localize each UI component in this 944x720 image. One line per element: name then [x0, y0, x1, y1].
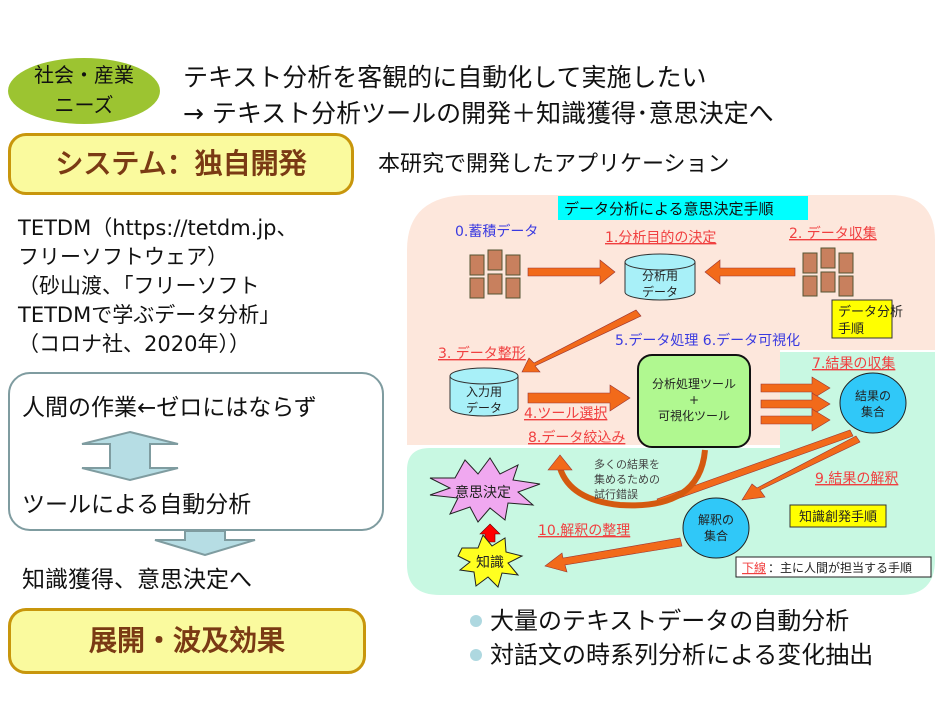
needs-badge: [8, 58, 160, 124]
knowledge-burst-icon: [457, 534, 524, 588]
effects-item: 大量のテキストデータの自動分析: [470, 604, 873, 638]
analysis-db-line1: 分析用: [642, 269, 678, 283]
input-db-line2: データ: [466, 400, 502, 415]
decision-label: 意思決定: [455, 484, 511, 501]
human-work-box: [8, 372, 384, 531]
system-heading: システム：独自開発: [8, 133, 354, 195]
decision-burst-icon: [429, 457, 541, 523]
auto-analysis-text: ツールによる自動分析: [22, 492, 252, 518]
arrow-to-analysis-db: [527, 259, 616, 285]
legend-text: ：主に人間が担当する手順: [768, 560, 912, 575]
double-arrow-icon: [81, 430, 179, 482]
step8-label: 8.データ絞込み: [528, 429, 625, 446]
step0-label: 0.蓄積データ: [455, 223, 538, 240]
knowledge-procedure-label: [789, 504, 887, 528]
effects-item: 対話文の時系列分析による変化抽出: [470, 638, 873, 672]
arrow-to-input-db: [521, 309, 642, 373]
trial-error-curve: [557, 449, 708, 509]
arrow-to-tool: [527, 384, 631, 412]
effects-list: 大量のテキストデータの自動分析 対話文の時系列分析による変化抽出: [470, 604, 873, 672]
input-data-cylinder: 入力用 データ: [449, 367, 519, 417]
analysis-db-line2: データ: [642, 284, 678, 299]
data-proc-line1: データ分析: [838, 304, 903, 320]
effects-item-text: 対話文の時系列分析による変化抽出: [490, 641, 874, 669]
needs-label: 社会・産業 ニーズ: [8, 60, 160, 120]
interp-set-line1: 解釈の: [698, 513, 734, 527]
analysis-tool-box: [637, 354, 751, 448]
result-set-circle: [839, 372, 907, 434]
title-line-1: テキスト分析を客観的に自動化して実施したい: [183, 63, 707, 92]
human-work-text: 人間の作業←ゼロにはならず: [22, 395, 317, 421]
bullet-icon: [470, 615, 482, 627]
diagram-title-bg: [558, 196, 808, 220]
step2-label: 2. データ収集: [789, 225, 877, 242]
step4-label: 4.ツール選択: [524, 406, 607, 422]
trial-note-line1: 多くの結果を: [594, 457, 660, 471]
needs-label-line1: 社会・産業: [34, 63, 134, 87]
interp-set-line2: 集合: [704, 528, 728, 543]
diagram-title: データ分析による意思決定手順: [564, 200, 774, 218]
data-proc-line2: 手順: [838, 322, 864, 337]
legend-underline-sample: 下線: [742, 560, 766, 575]
arrow-from-collection: [704, 259, 796, 285]
knowledge-proc-text: 知識創発手順: [799, 509, 877, 525]
tool-line3: 可視化ツール: [658, 408, 730, 423]
tool-line2: +: [689, 393, 699, 407]
arrow-to-interpretation: [741, 435, 861, 501]
final-goal-text: 知識獲得、意思決定へ: [22, 567, 252, 593]
trial-note-line3: 試行錯誤: [594, 487, 638, 501]
data-analysis-procedure-label: [831, 299, 893, 339]
arrow-to-knowledge: [544, 537, 683, 573]
input-db-line1: 入力用: [466, 385, 502, 399]
down-arrow-icon: [154, 530, 256, 556]
bullet-icon: [470, 649, 482, 661]
tool-line1: 分析処理ツール: [652, 377, 736, 391]
trial-arrow-head: [547, 454, 573, 471]
title-line-2: → テキスト分析ツールの開発＋知識獲得･意思決定へ: [183, 99, 774, 128]
step3-label: 3. データ整形: [438, 345, 526, 362]
interpretation-set-circle: [682, 497, 750, 559]
effects-item-text: 大量のテキストデータの自動分析: [490, 607, 850, 635]
needs-label-line2: ニーズ: [54, 93, 114, 117]
knowledge-label: 知識: [476, 554, 504, 571]
analysis-data-cylinder: 分析用 データ: [624, 253, 696, 301]
trial-note-line2: 集めるための: [594, 472, 660, 486]
step7-label: 7.結果の収集: [812, 355, 895, 372]
result-collection-arrows: [760, 376, 831, 432]
result-set-line2: 集合: [861, 404, 885, 419]
step10-label: 10.解釈の整理: [538, 523, 630, 539]
step1-label: 1.分析目的の決定: [605, 230, 716, 246]
effects-heading: 展開・波及効果: [8, 608, 366, 674]
stored-documents-icon: [469, 249, 521, 299]
knowledge-creation-panel: [407, 352, 935, 595]
legend-box: [735, 556, 932, 578]
collected-documents-icon: [802, 247, 854, 297]
result-set-line1: 結果の: [855, 389, 891, 403]
step56-label: 5.データ処理 6.データ可視化: [615, 332, 800, 349]
step9-label: 9.結果の解釈: [815, 471, 898, 487]
tetdm-reference: TETDM（https://tetdm.jp、 フリーソフトウェア） （砂山渡、…: [18, 216, 298, 356]
app-caption: 本研究で開発したアプリケーション: [378, 152, 730, 177]
